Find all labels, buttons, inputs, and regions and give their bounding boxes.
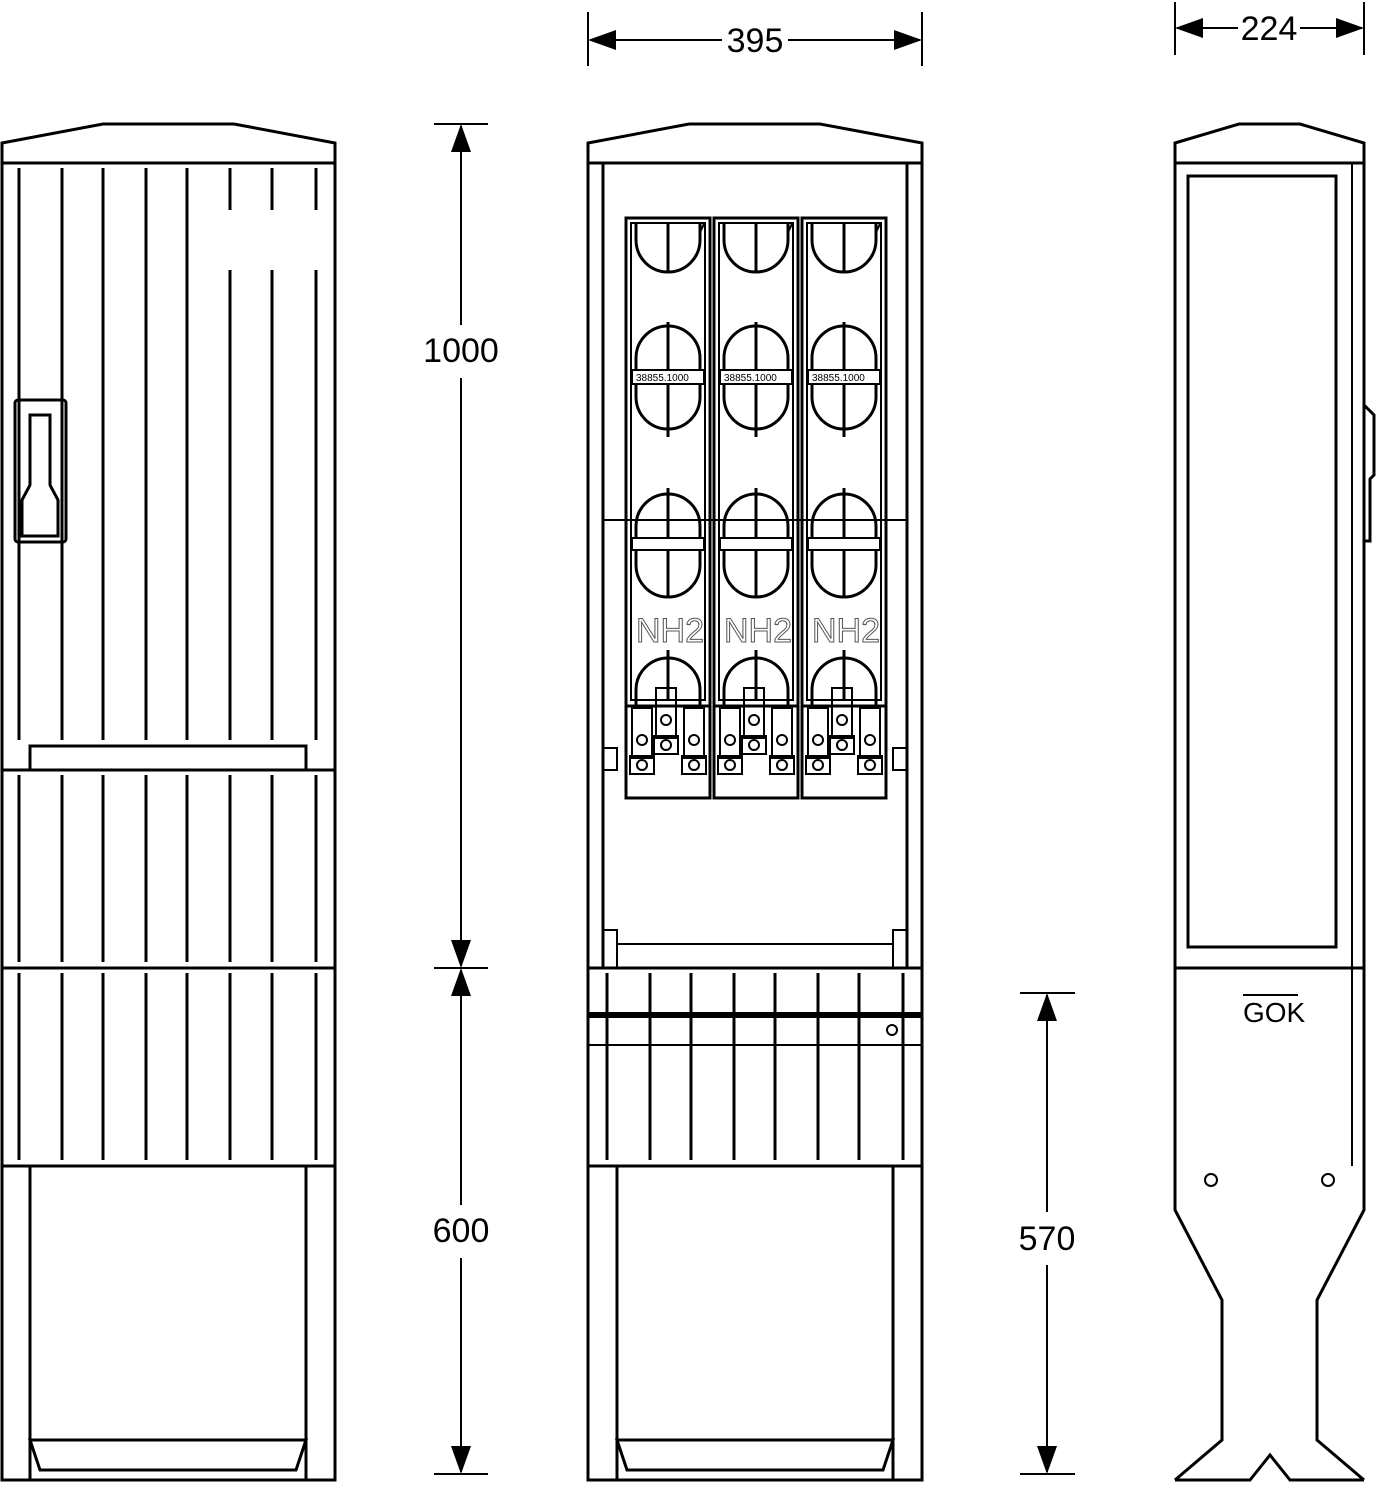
terminal-screw [776, 734, 788, 746]
terminal-screw [688, 734, 700, 746]
terminal-screw [748, 714, 760, 726]
terminal-screw [724, 734, 736, 746]
terminal-clamp [717, 755, 743, 775]
terminal-clamp [629, 755, 655, 775]
terminal [655, 687, 677, 739]
svg-text:1000: 1000 [423, 332, 499, 370]
terminal-screw [812, 734, 824, 746]
side-view: GOK [1173, 122, 1376, 1482]
terminal-screw [864, 734, 876, 746]
fuse-unit-frame [624, 216, 712, 800]
terminal-clamp [653, 735, 679, 755]
terminal-clamp [741, 735, 767, 755]
terminal [683, 707, 705, 759]
fuse-part-number: 38855.1000 [812, 373, 865, 384]
svg-text:395: 395 [727, 22, 784, 60]
terminal [807, 707, 829, 759]
clamp-screw [812, 759, 824, 771]
terminal-screw [836, 714, 848, 726]
clamp-screw [836, 739, 848, 751]
label-strip [631, 369, 705, 385]
fuse-size-label: NH2 [724, 612, 792, 650]
terminal [771, 707, 793, 759]
terminal-screw [660, 714, 672, 726]
fuse-bar [631, 537, 705, 551]
clamp-screw [724, 759, 736, 771]
fuse-size-label: NH2 [636, 612, 704, 650]
fuse-bar [807, 537, 881, 551]
clamp-screw [776, 759, 788, 771]
front-view-closed [0, 122, 337, 1482]
label-strip [719, 369, 793, 385]
terminal-clamp [829, 735, 855, 755]
terminal [831, 687, 853, 739]
terminal [859, 707, 881, 759]
fuse-part-number: 38855.1000 [636, 373, 689, 384]
svg-text:600: 600 [433, 1212, 490, 1250]
dimension-width: 395 [587, 12, 923, 66]
terminal [719, 707, 741, 759]
fuse-part-number: 38855.1000 [724, 373, 777, 384]
dimension-height: 1000 600 [423, 123, 499, 1475]
terminal-clamp [769, 755, 795, 775]
terminal-clamp [681, 755, 707, 775]
fuse-unit-frame [800, 216, 888, 800]
clamp-screw [864, 759, 876, 771]
terminal-screw [636, 734, 648, 746]
fuse-size-label: NH2 [812, 612, 880, 650]
clamp-screw [660, 739, 672, 751]
dimension-depth: 224 [1174, 2, 1365, 55]
clamp-screw [636, 759, 648, 771]
svg-text:224: 224 [1241, 10, 1298, 48]
door-handle [13, 398, 68, 544]
terminal [743, 687, 765, 739]
clamp-screw [748, 739, 760, 751]
svg-text:570: 570 [1019, 1220, 1076, 1258]
fuse-bar [719, 537, 793, 551]
terminal-clamp [805, 755, 831, 775]
fuse-unit-frame [712, 216, 800, 800]
ground-level-label: GOK [1243, 997, 1306, 1028]
terminal-clamp [857, 755, 883, 775]
dimension-burial: 570 [1019, 992, 1076, 1475]
clamp-screw [688, 759, 700, 771]
label-strip [807, 369, 881, 385]
terminal [631, 707, 653, 759]
